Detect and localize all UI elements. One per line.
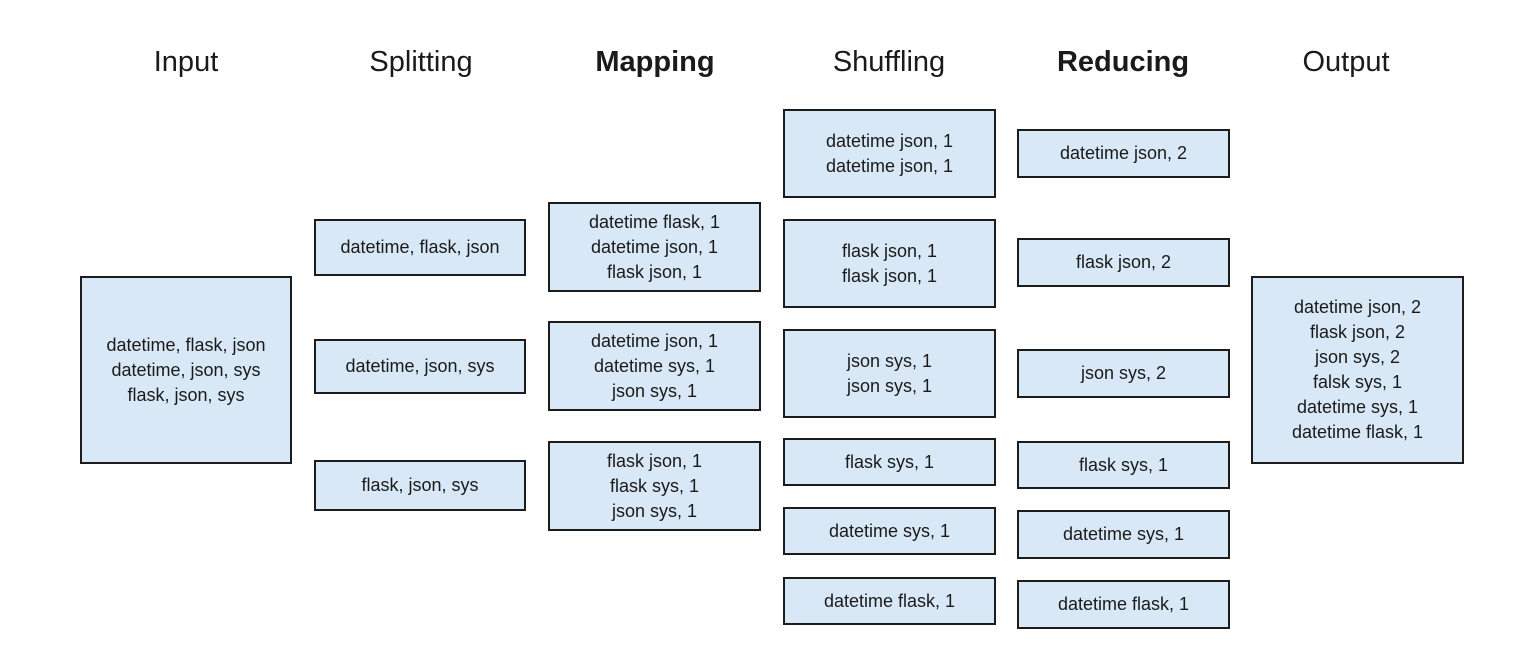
reducing-line: flask json, 2 bbox=[1075, 252, 1172, 272]
splitting-box: datetime, flask, json bbox=[314, 219, 526, 276]
shuffling-box: datetime json, 1 datetime json, 1 bbox=[783, 109, 996, 198]
reducing-line: json sys, 2 bbox=[1080, 363, 1167, 383]
mapping-line: datetime flask, 1 bbox=[588, 211, 721, 232]
reducing-line: datetime flask, 1 bbox=[1057, 594, 1190, 614]
header-reducing: Reducing bbox=[1056, 46, 1190, 78]
header-splitting: Splitting bbox=[369, 46, 473, 78]
mapping-line: datetime json, 1 bbox=[590, 330, 719, 351]
splitting-box: datetime, json, sys bbox=[314, 339, 526, 394]
output-line: json sys, 2 bbox=[1314, 347, 1401, 367]
output-box: datetime json, 2 flask json, 2 json sys,… bbox=[1251, 276, 1464, 464]
shuffling-box: datetime sys, 1 bbox=[783, 507, 996, 555]
splitting-line: datetime, flask, json bbox=[340, 237, 500, 257]
header-shuffling: Shuffling bbox=[832, 46, 946, 78]
input-line: datetime, flask, json bbox=[106, 334, 266, 355]
shuffling-line: datetime json, 1 bbox=[825, 130, 954, 151]
reducing-box: flask json, 2 bbox=[1017, 238, 1230, 287]
input-line: flask, json, sys bbox=[127, 384, 245, 405]
mapping-line: datetime sys, 1 bbox=[593, 355, 716, 376]
input-box: datetime, flask, json datetime, json, sy… bbox=[80, 276, 292, 464]
output-line: falsk sys, 1 bbox=[1312, 372, 1403, 392]
reducing-box: json sys, 2 bbox=[1017, 349, 1230, 398]
mapping-box: flask json, 1 flask sys, 1 json sys, 1 bbox=[548, 441, 761, 531]
input-line: datetime, json, sys bbox=[111, 359, 261, 380]
reducing-box: datetime sys, 1 bbox=[1017, 510, 1230, 559]
mapping-line: json sys, 1 bbox=[611, 380, 698, 401]
shuffling-line: flask sys, 1 bbox=[844, 451, 935, 472]
shuffling-line: flask json, 1 bbox=[841, 265, 938, 286]
output-line: datetime sys, 1 bbox=[1296, 397, 1419, 417]
shuffling-box: json sys, 1 json sys, 1 bbox=[783, 329, 996, 418]
mapping-line: flask json, 1 bbox=[606, 450, 703, 471]
output-line: datetime flask, 1 bbox=[1291, 422, 1424, 442]
reducing-box: datetime json, 2 bbox=[1017, 129, 1230, 178]
reducing-line: datetime json, 2 bbox=[1059, 143, 1188, 163]
shuffling-line: datetime json, 1 bbox=[825, 155, 954, 176]
shuffling-line: datetime flask, 1 bbox=[823, 590, 956, 611]
shuffling-line: flask json, 1 bbox=[841, 240, 938, 261]
shuffling-line: json sys, 1 bbox=[846, 350, 933, 371]
splitting-box: flask, json, sys bbox=[314, 460, 526, 511]
splitting-line: flask, json, sys bbox=[361, 475, 479, 495]
mapping-box: datetime flask, 1 datetime json, 1 flask… bbox=[548, 202, 761, 292]
header-output: Output bbox=[1302, 46, 1390, 78]
reducing-box: flask sys, 1 bbox=[1017, 441, 1230, 489]
output-line: flask json, 2 bbox=[1309, 322, 1406, 342]
mapping-line: flask json, 1 bbox=[606, 261, 703, 282]
shuffling-line: datetime sys, 1 bbox=[828, 520, 951, 541]
shuffling-line: json sys, 1 bbox=[846, 375, 933, 396]
shuffling-box: flask json, 1 flask json, 1 bbox=[783, 219, 996, 308]
mapping-line: json sys, 1 bbox=[611, 500, 698, 521]
mapping-line: datetime json, 1 bbox=[590, 236, 719, 257]
splitting-line: datetime, json, sys bbox=[345, 356, 495, 376]
shuffling-box: datetime flask, 1 bbox=[783, 577, 996, 625]
shuffling-box: flask sys, 1 bbox=[783, 438, 996, 486]
header-mapping: Mapping bbox=[595, 46, 715, 78]
header-input: Input bbox=[153, 46, 219, 78]
mapping-line: flask sys, 1 bbox=[609, 475, 700, 496]
output-line: datetime json, 2 bbox=[1293, 297, 1422, 317]
mapping-box: datetime json, 1 datetime sys, 1 json sy… bbox=[548, 321, 761, 411]
reducing-box: datetime flask, 1 bbox=[1017, 580, 1230, 629]
reducing-line: datetime sys, 1 bbox=[1062, 524, 1185, 544]
reducing-line: flask sys, 1 bbox=[1078, 454, 1169, 475]
